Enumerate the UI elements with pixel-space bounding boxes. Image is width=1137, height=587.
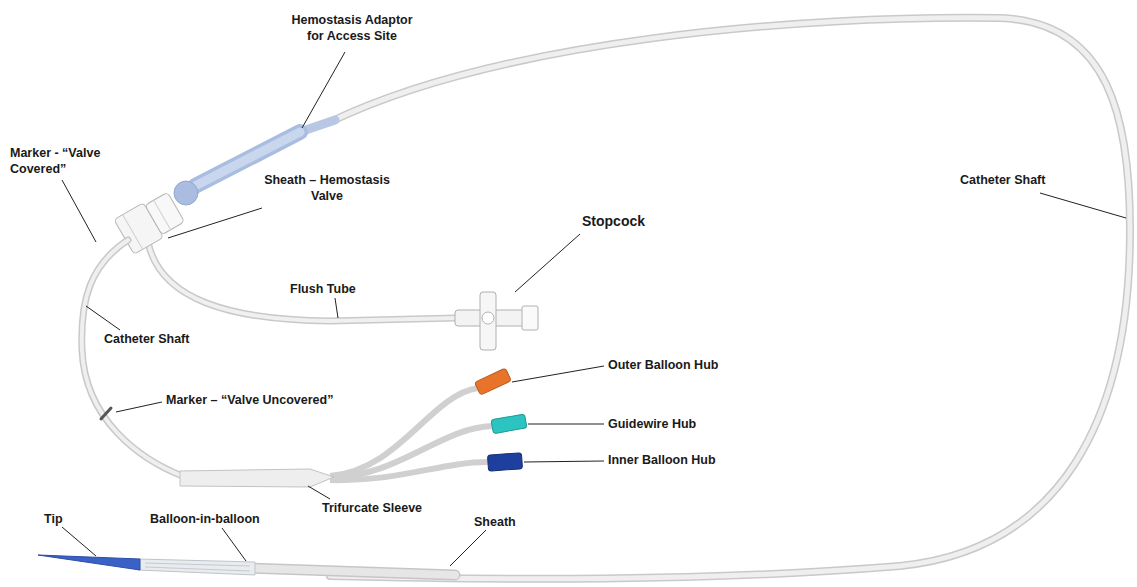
part-label: Trifurcate Sleeve xyxy=(322,500,422,516)
part-label: Balloon-in-balloon xyxy=(150,511,260,527)
tip xyxy=(38,555,140,570)
label-text: Marker - “Valve Covered” xyxy=(10,146,100,176)
catheter-loop xyxy=(330,18,1130,579)
leader-lines xyxy=(62,52,1126,566)
part-label: Catheter Shaft xyxy=(960,172,1045,188)
balloon xyxy=(138,559,255,575)
part-label: Stopcock xyxy=(582,212,645,230)
trifurcate xyxy=(180,368,527,487)
catheter-shaft xyxy=(82,240,185,477)
part-label: Hemostasis Adaptor for Access Site xyxy=(282,12,422,45)
label-text: Catheter Shaft xyxy=(104,332,189,346)
part-label: Marker – “Valve Uncovered” xyxy=(166,392,333,408)
label-text: Stopcock xyxy=(582,213,645,229)
label-text: Marker – “Valve Uncovered” xyxy=(166,393,333,407)
label-text: Catheter Shaft xyxy=(960,173,1045,187)
stopcock xyxy=(455,292,538,350)
part-label: Catheter Shaft xyxy=(104,331,189,347)
label-text: Sheath – Hemostasis Valve xyxy=(264,173,390,203)
label-text: Flush Tube xyxy=(290,282,356,296)
label-text: Outer Balloon Hub xyxy=(608,358,718,372)
label-text: Guidewire Hub xyxy=(608,417,696,431)
part-label: Flush Tube xyxy=(290,281,356,297)
part-label: Guidewire Hub xyxy=(608,416,696,432)
label-text: Hemostasis Adaptor for Access Site xyxy=(291,13,412,43)
part-label: Inner Balloon Hub xyxy=(608,452,716,468)
part-label: Outer Balloon Hub xyxy=(608,357,718,373)
hemostasis-adaptor xyxy=(174,120,335,205)
label-text: Trifurcate Sleeve xyxy=(322,501,422,515)
part-label: Sheath – Hemostasis Valve xyxy=(256,172,398,205)
label-text: Balloon-in-balloon xyxy=(150,512,260,526)
flush-tube xyxy=(148,242,456,321)
part-label: Tip xyxy=(44,511,63,527)
sheath xyxy=(250,568,455,575)
label-text: Tip xyxy=(44,512,63,526)
label-text: Sheath xyxy=(474,515,516,529)
label-text: Inner Balloon Hub xyxy=(608,453,716,467)
part-label: Marker - “Valve Covered” xyxy=(10,145,122,178)
part-label: Sheath xyxy=(474,514,516,530)
